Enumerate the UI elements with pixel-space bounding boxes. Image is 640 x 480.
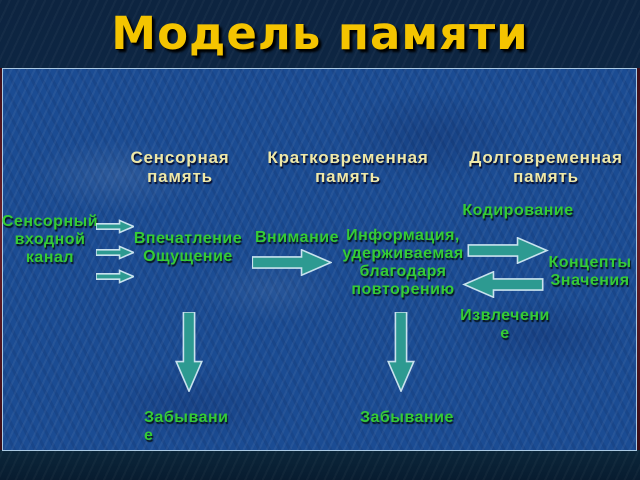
header-sensory-memory: Сенсорная память — [130, 148, 230, 186]
label-encoding: Кодирование — [462, 202, 574, 219]
label-rehearsal-info: Информация, удерживаемая благодаря повто… — [342, 227, 464, 298]
arrow-right-icon — [96, 269, 134, 284]
header-long-term-memory: Долговременная память — [469, 148, 623, 186]
arrow-right-icon — [96, 245, 134, 260]
label-attention: Внимание — [255, 229, 339, 246]
arrow-left-icon — [457, 271, 549, 298]
arrow-right-icon — [252, 249, 332, 276]
arrow-right-icon — [96, 219, 134, 234]
header-short-term-memory: Кратковременная память — [267, 148, 429, 186]
arrow-down-icon — [384, 312, 418, 392]
left-edge-stripe — [0, 68, 2, 450]
label-forgetting-short-term: Забывание — [360, 409, 454, 426]
page-title: Модель памяти — [111, 6, 529, 60]
label-concepts-meanings: Концепты Значения — [548, 254, 632, 289]
label-impression-sensation: Впечатление Ощущение — [133, 230, 243, 265]
arrow-right-icon — [463, 237, 553, 264]
label-sensory-input-channel: Сенсорный входной канал — [1, 213, 99, 266]
arrow-down-icon — [172, 312, 206, 392]
label-forgetting-sensory: Забывани е — [144, 409, 229, 444]
label-retrieval: Извлечени е — [460, 307, 550, 342]
right-edge-stripe — [637, 68, 640, 450]
